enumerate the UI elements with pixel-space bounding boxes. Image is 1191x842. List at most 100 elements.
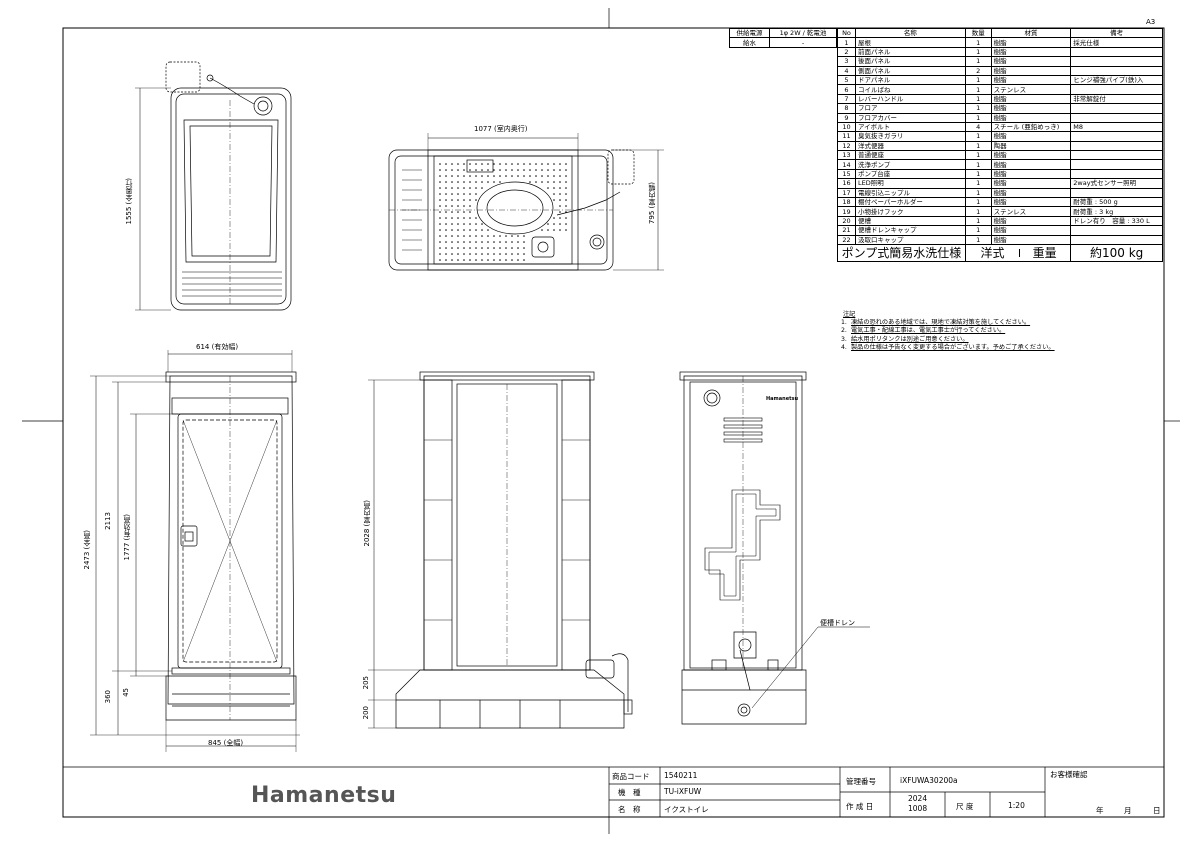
floor-dot — [469, 181, 471, 183]
part-no: 10 — [837, 121, 856, 133]
part-no: 7 — [837, 93, 856, 105]
floor-dot — [445, 235, 447, 237]
mgmt-value: iXFUWA30200a — [900, 776, 958, 785]
dim-total-width: 845 (全幅) — [208, 739, 244, 747]
part-material: ステンレス — [990, 84, 1072, 95]
floor-dot — [469, 223, 471, 225]
floor-dot — [523, 241, 525, 243]
part-name: 電線引込ニップル — [854, 187, 966, 199]
part-name: 普通便座 — [854, 150, 966, 161]
floor-dot — [517, 247, 519, 249]
part-name: LED照明 — [854, 178, 966, 189]
rear-panel-logo: Hamanetsu — [766, 396, 799, 402]
floor-dot — [553, 223, 555, 225]
part-material: 樹脂 — [990, 168, 1072, 180]
floor-dot — [559, 181, 561, 183]
water-label: 給水 — [728, 37, 771, 48]
floor-dot — [439, 253, 441, 255]
floor-dot — [445, 247, 447, 249]
floor-dot — [475, 241, 477, 243]
part-no: 22 — [837, 234, 856, 246]
sheet-size-label: A3 — [1146, 18, 1155, 26]
dim-360: 360 — [104, 690, 112, 704]
created-date: 1008 — [908, 804, 928, 813]
floor-dot — [553, 199, 555, 201]
floor-dot — [463, 253, 465, 255]
floor-dot — [559, 193, 561, 195]
floor-dot — [565, 187, 567, 189]
floor-dot — [487, 181, 489, 183]
summary-weight-label: 重量 — [1018, 247, 1070, 259]
floor-dot — [469, 259, 471, 261]
part-name: 便槽ドレンキャップ — [854, 225, 966, 236]
part-material: 樹脂 — [990, 65, 1072, 76]
floor-dot — [481, 163, 483, 165]
floor-dot — [565, 211, 567, 213]
notes-list: 1.凍結の恐れのある地域では、現地で凍結対策を施してください。2.電気工事・配線… — [841, 319, 1055, 352]
floor-dot — [523, 175, 525, 177]
floor-dot — [445, 205, 447, 207]
part-qty: 1 — [964, 187, 992, 199]
floor-dot — [559, 187, 561, 189]
floor-dot — [517, 175, 519, 177]
floor-dot — [481, 187, 483, 189]
floor-dot — [463, 223, 465, 225]
part-remarks: 採光仕様 — [1070, 37, 1163, 48]
floor-dot — [553, 181, 555, 183]
floor-dot — [559, 175, 561, 177]
header-qty: 数量 — [964, 27, 992, 39]
floor-dot — [493, 181, 495, 183]
part-qty: 1 — [964, 225, 992, 236]
part-qty: 1 — [964, 46, 992, 58]
floor-dot — [457, 199, 459, 201]
floor-dot — [463, 169, 465, 171]
floor-dot — [505, 169, 507, 171]
floor-dot — [475, 181, 477, 183]
floor-dot — [457, 259, 459, 261]
floor-dot — [481, 247, 483, 249]
floor-dot — [451, 205, 453, 207]
part-qty: 1 — [964, 112, 992, 123]
floor-dot — [463, 235, 465, 237]
floor-dot — [481, 175, 483, 177]
floor-dot — [565, 193, 567, 195]
part-remarks: 耐荷重 : 500 g — [1070, 197, 1163, 208]
part-qty: 1 — [964, 150, 992, 161]
front-view — [90, 350, 300, 752]
floor-dot — [463, 247, 465, 249]
floor-dot — [529, 169, 531, 171]
part-no: 21 — [837, 225, 856, 236]
part-remarks: M8 — [1070, 121, 1163, 133]
part-name: 前面パネル — [854, 46, 966, 58]
part-material: ステンレス — [990, 206, 1072, 217]
floor-dot — [481, 223, 483, 225]
floor-dot — [439, 205, 441, 207]
floor-dot — [445, 163, 447, 165]
top-view-left — [135, 61, 292, 311]
part-no: 11 — [837, 131, 856, 142]
part-remarks — [1070, 46, 1163, 58]
floor-dot — [445, 253, 447, 255]
floor-dot — [439, 193, 441, 195]
part-remarks: 耐荷重 : 3 kg — [1070, 206, 1163, 217]
drain-label: 便槽ドレン — [820, 619, 855, 627]
floor-dot — [445, 241, 447, 243]
floor-dot — [523, 163, 525, 165]
month-label: 月 — [1124, 806, 1132, 815]
floor-dot — [451, 253, 453, 255]
floor-dot — [511, 247, 513, 249]
brand-logo: Hamanetsu — [251, 783, 397, 808]
part-name: アイボルト — [854, 121, 966, 133]
floor-dot — [487, 259, 489, 261]
floor-dot — [559, 205, 561, 207]
power-label: 供給電源 — [728, 27, 771, 39]
part-no: 3 — [837, 56, 856, 67]
water-value: - — [769, 37, 837, 48]
floor-dot — [511, 253, 513, 255]
floor-dot — [535, 163, 537, 165]
floor-dot — [493, 247, 495, 249]
